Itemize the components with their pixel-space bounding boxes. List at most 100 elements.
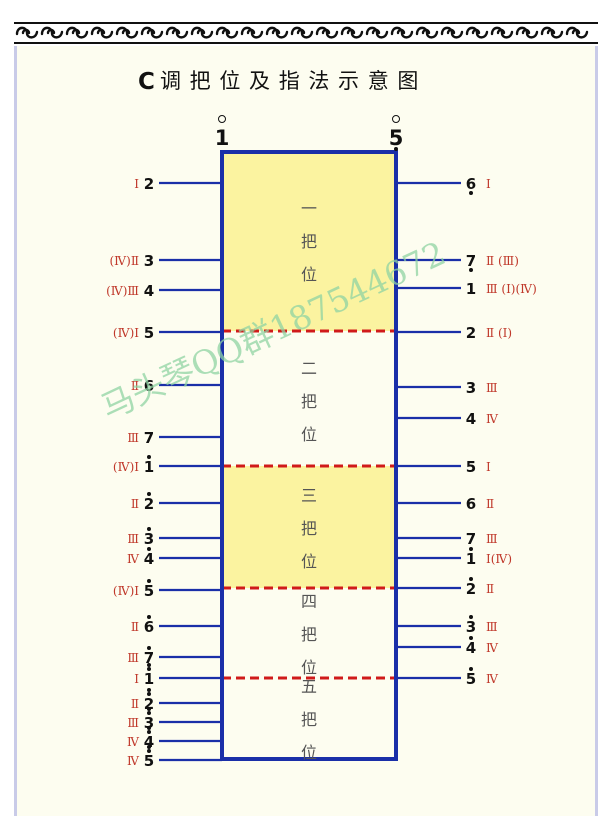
top-right-low-dot xyxy=(394,147,398,151)
left-note-number: 7 xyxy=(144,429,154,447)
left-finger-label: (Ⅳ)Ⅰ xyxy=(113,460,139,474)
fingerboard-box xyxy=(220,150,398,761)
right-finger-label: Ⅰ xyxy=(486,460,491,474)
right-finger-label: Ⅱ xyxy=(486,497,494,511)
border-scroll-glyph xyxy=(90,26,114,39)
left-note-number: 1 xyxy=(144,670,154,688)
border-scroll-glyph xyxy=(315,26,339,39)
border-scroll-glyph xyxy=(190,26,214,39)
position-label-char: 位 xyxy=(301,552,317,571)
right-note-number: 6 xyxy=(466,175,476,193)
right-finger-label: Ⅰ xyxy=(486,177,491,191)
left-high-dot xyxy=(147,730,151,734)
left-high-dot-2 xyxy=(147,745,151,749)
left-finger-label: Ⅲ xyxy=(127,431,139,445)
right-note-number: 2 xyxy=(466,324,476,342)
border-scroll-glyph xyxy=(40,26,64,39)
right-low-dot xyxy=(469,191,473,195)
right-finger-label: Ⅱ (Ⅲ) xyxy=(486,254,519,268)
right-finger-label: Ⅱ (Ⅰ) xyxy=(486,326,512,340)
left-note-number: 5 xyxy=(144,324,154,342)
border-scroll-glyph xyxy=(365,26,389,39)
left-high-dot xyxy=(147,455,151,459)
left-high-dot xyxy=(147,711,151,715)
right-high-dot xyxy=(469,615,473,619)
right-note-number: 7 xyxy=(466,252,476,270)
left-note-number: 4 xyxy=(144,282,154,300)
right-finger-label: Ⅱ xyxy=(486,582,494,596)
right-high-dot xyxy=(469,577,473,581)
title-text: 调 把 位 及 指 法 示 意 图 xyxy=(160,69,419,93)
right-finger-label: Ⅳ xyxy=(486,641,499,655)
position-1-band xyxy=(222,152,396,331)
border-scroll-glyph xyxy=(65,26,89,39)
left-high-dot-2 xyxy=(147,707,151,711)
position-label-char: 位 xyxy=(301,658,317,677)
left-high-dot xyxy=(147,579,151,583)
border-scroll-glyph xyxy=(490,26,514,39)
left-note-number: 6 xyxy=(144,377,154,395)
position-3-band xyxy=(222,466,396,588)
left-finger-label: Ⅳ xyxy=(127,754,140,768)
right-note-number: 7 xyxy=(466,530,476,548)
left-note-number: 3 xyxy=(144,714,154,732)
position-label-char: 位 xyxy=(301,265,317,284)
position-label-char: 把 xyxy=(301,710,317,729)
left-high-dot xyxy=(147,615,151,619)
border-scroll-glyph xyxy=(565,26,589,39)
right-note-number: 3 xyxy=(466,618,476,636)
border-scroll-glyph xyxy=(465,26,489,39)
left-high-dot xyxy=(147,667,151,671)
left-high-dot xyxy=(147,492,151,496)
position-label-char: 二 xyxy=(301,359,317,378)
border-pattern xyxy=(14,20,598,46)
right-note-number: 3 xyxy=(466,379,476,397)
right-high-dot xyxy=(469,547,473,551)
left-note-number: 2 xyxy=(144,495,154,513)
right-finger-label: Ⅳ xyxy=(486,412,499,426)
position-label-char: 把 xyxy=(301,232,317,251)
border-scroll-glyph xyxy=(140,26,164,39)
border-scroll-glyph xyxy=(290,26,314,39)
position-label-char: 一 xyxy=(301,199,317,218)
right-finger-label: Ⅲ (Ⅰ)(Ⅳ) xyxy=(486,282,537,296)
left-finger-label: Ⅱ xyxy=(131,697,139,711)
left-finger-label: Ⅱ xyxy=(131,379,139,393)
left-finger-label: (Ⅳ)Ⅰ xyxy=(113,584,139,598)
right-note-number: 2 xyxy=(466,580,476,598)
right-finger-label: Ⅰ(Ⅳ) xyxy=(486,552,512,566)
border-scroll-glyph xyxy=(240,26,264,39)
title-c: C xyxy=(138,69,155,95)
right-note-number: 4 xyxy=(466,639,476,657)
left-finger-label: Ⅲ xyxy=(127,716,139,730)
left-high-dot xyxy=(147,749,151,753)
left-high-dot-2 xyxy=(147,663,151,667)
border-scroll-glyph xyxy=(15,26,39,39)
position-label-char: 位 xyxy=(301,425,317,444)
border-scroll-glyph xyxy=(390,26,414,39)
left-finger-label: Ⅳ xyxy=(127,552,140,566)
right-note-number: 5 xyxy=(466,670,476,688)
left-note-number: 5 xyxy=(144,752,154,770)
position-label-char: 把 xyxy=(301,519,317,538)
left-finger-label: Ⅰ xyxy=(134,177,139,191)
position-label-char: 位 xyxy=(301,743,317,762)
border-scroll-glyph xyxy=(415,26,439,39)
right-finger-label: Ⅲ xyxy=(486,381,498,395)
right-high-dot xyxy=(469,667,473,671)
left-finger-label: Ⅲ xyxy=(127,532,139,546)
decorative-border xyxy=(14,20,598,46)
right-note-number: 1 xyxy=(466,280,476,298)
right-high-dot xyxy=(469,636,473,640)
left-finger-label: Ⅳ xyxy=(127,735,140,749)
right-note-number: 1 xyxy=(466,550,476,568)
border-scroll-glyph xyxy=(115,26,139,39)
position-label-char: 把 xyxy=(301,392,317,411)
open-marker-left xyxy=(218,115,226,123)
left-note-number: 3 xyxy=(144,252,154,270)
left-finger-label: Ⅱ xyxy=(131,497,139,511)
top-right-note: 5 xyxy=(389,126,404,150)
left-high-dot xyxy=(147,547,151,551)
